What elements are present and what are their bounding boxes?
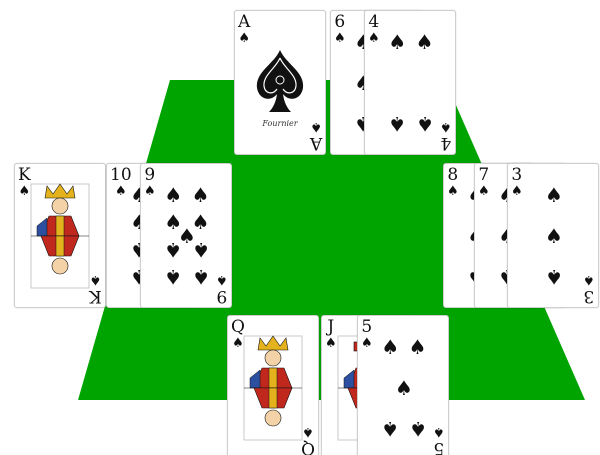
card-index-top: 4♠ bbox=[368, 14, 380, 45]
card-5-of-spades[interactable]: 5♠5♠♠♠♠♠♠ bbox=[357, 315, 449, 455]
card-rank: 3 bbox=[584, 287, 595, 304]
card-index-bottom: K♠ bbox=[89, 273, 102, 304]
spade-pip-icon: ♠ bbox=[164, 267, 182, 287]
spade-icon: ♠ bbox=[368, 32, 380, 45]
spade-icon: ♠ bbox=[583, 273, 595, 286]
card-rank: A bbox=[238, 14, 250, 31]
hand-west: K♠K♠10♠10♠♠♠♠♠♠♠♠♠♠♠9♠9♠♠♠♠♠♠♠♠♠♠ bbox=[14, 163, 174, 308]
card-index-top: 10♠ bbox=[110, 167, 132, 198]
spade-icon: ♠ bbox=[115, 185, 127, 198]
card-index-bottom: 9♠ bbox=[216, 273, 228, 304]
hand-east: 8♠8♠♠♠♠♠♠♠♠♠7♠7♠♠♠♠♠♠♠♠3♠3♠♠♠♠ bbox=[443, 163, 600, 308]
card-index-top: 9♠ bbox=[144, 167, 156, 198]
card-rank: 4 bbox=[441, 134, 452, 151]
card-index-top: 8♠ bbox=[447, 167, 459, 198]
card-rank: K bbox=[89, 287, 102, 304]
card-3-of-spades[interactable]: 3♠3♠♠♠♠ bbox=[507, 163, 599, 308]
spade-icon: ♠ bbox=[440, 120, 452, 133]
spade-icon: ♠ bbox=[144, 185, 156, 198]
spade-icon: ♠ bbox=[361, 337, 373, 350]
spade-pip-icon: ♠ bbox=[388, 32, 406, 52]
spade-pip-icon: ♠ bbox=[409, 337, 427, 357]
spade-pip-icon: ♠ bbox=[395, 378, 413, 398]
spade-pip-icon: ♠ bbox=[388, 114, 406, 134]
ace-spade-pip-icon bbox=[253, 48, 307, 118]
spade-icon: ♠ bbox=[238, 32, 250, 45]
card-9-of-spades[interactable]: 9♠9♠♠♠♠♠♠♠♠♠♠ bbox=[140, 163, 232, 308]
card-rank: 6 bbox=[334, 14, 345, 31]
card-maker-logo: Fournier bbox=[235, 119, 325, 128]
spade-pip-icon: ♠ bbox=[416, 114, 434, 134]
card-index-bottom: 4♠ bbox=[440, 120, 452, 151]
card-q-of-spades[interactable]: Q♠Q♠ bbox=[227, 315, 319, 455]
card-index-top: 7♠ bbox=[478, 167, 490, 198]
spade-pip-icon: ♠ bbox=[192, 240, 210, 260]
spade-icon: ♠ bbox=[325, 337, 337, 350]
spade-pip-icon: ♠ bbox=[409, 419, 427, 439]
card-index-bottom: 5♠ bbox=[433, 425, 445, 455]
spade-pip-icon: ♠ bbox=[416, 32, 434, 52]
spade-pip-icon: ♠ bbox=[545, 267, 563, 287]
spade-pip-icon: ♠ bbox=[192, 185, 210, 205]
card-index-top: 3♠ bbox=[511, 167, 523, 198]
card-rank: J bbox=[327, 319, 334, 336]
court-figure-k bbox=[29, 182, 91, 290]
court-figure-q bbox=[242, 334, 304, 442]
card-k-of-spades[interactable]: K♠K♠ bbox=[14, 163, 106, 308]
card-index-top: A♠ bbox=[238, 14, 250, 45]
hand-south: Q♠Q♠J♠J♠5♠5♠♠♠♠♠♠ bbox=[227, 315, 405, 455]
card-index-top: 5♠ bbox=[361, 319, 373, 350]
card-rank: 3 bbox=[511, 167, 522, 184]
spade-icon: ♠ bbox=[433, 425, 445, 438]
spade-icon: ♠ bbox=[447, 185, 459, 198]
card-rank: A bbox=[310, 134, 322, 151]
card-index-top: 6♠ bbox=[334, 14, 346, 45]
spade-pip-icon: ♠ bbox=[192, 267, 210, 287]
card-index-bottom: 3♠ bbox=[583, 273, 595, 304]
card-rank: 5 bbox=[361, 319, 372, 336]
spade-icon: ♠ bbox=[334, 32, 346, 45]
spade-icon: ♠ bbox=[478, 185, 490, 198]
spade-pip-icon: ♠ bbox=[164, 240, 182, 260]
card-a-of-spades[interactable]: A♠A♠Fournier bbox=[234, 10, 326, 155]
card-rank: 8 bbox=[447, 167, 458, 184]
spade-icon: ♠ bbox=[511, 185, 523, 198]
card-rank: 9 bbox=[144, 167, 155, 184]
card-rank: 4 bbox=[368, 14, 379, 31]
spade-pip-icon: ♠ bbox=[545, 185, 563, 205]
spade-pip-icon: ♠ bbox=[545, 226, 563, 246]
spade-icon: ♠ bbox=[216, 273, 228, 286]
card-rank: 9 bbox=[217, 287, 228, 304]
card-rank: 10 bbox=[110, 167, 132, 184]
spade-pip-icon: ♠ bbox=[381, 419, 399, 439]
card-index-top: J♠ bbox=[325, 319, 337, 350]
spade-pip-icon: ♠ bbox=[164, 185, 182, 205]
spade-pip-icon: ♠ bbox=[381, 337, 399, 357]
card-rank: 7 bbox=[478, 167, 489, 184]
card-rank: 5 bbox=[434, 439, 445, 455]
card-4-of-spades[interactable]: 4♠4♠♠♠♠♠ bbox=[364, 10, 456, 155]
spade-icon: ♠ bbox=[90, 273, 102, 286]
